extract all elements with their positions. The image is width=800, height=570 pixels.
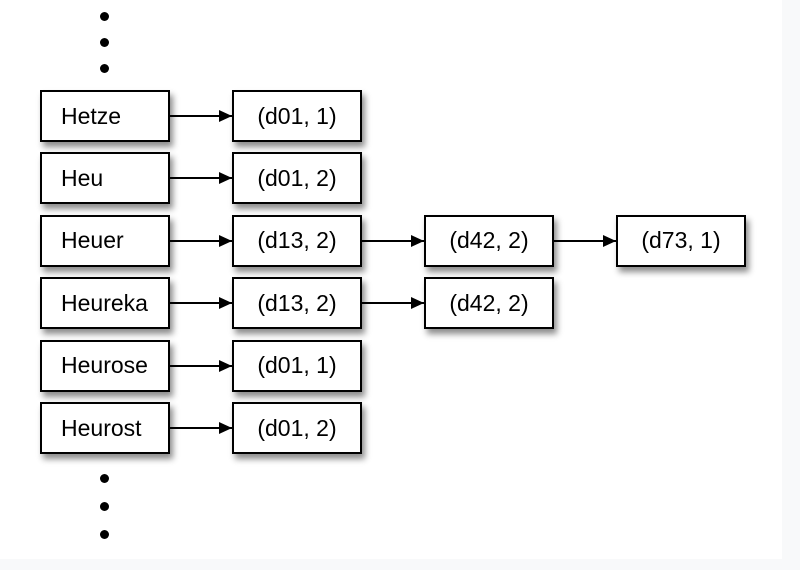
- term-box: Heurose: [40, 339, 170, 392]
- posting-box: (d42, 2): [424, 214, 554, 267]
- right-arrow-connector: [170, 234, 232, 247]
- right-arrow-connector: [554, 234, 616, 247]
- right-arrow-connector: [362, 297, 424, 310]
- posting-box: (d01, 1): [232, 90, 362, 142]
- posting-box: (d01, 2): [232, 402, 362, 454]
- ellipsis-dot: [100, 64, 109, 73]
- term-box: Heurost: [40, 402, 170, 454]
- posting-box: (d01, 2): [232, 152, 362, 205]
- right-arrow-connector: [362, 234, 424, 247]
- term-box: Hetze: [40, 90, 170, 142]
- term-box: Heu: [40, 152, 170, 205]
- posting-box: (d13, 2): [232, 277, 362, 330]
- right-arrow-connector: [170, 359, 232, 372]
- slide-page: Hetze (d01, 1) Heu (d01, 2) Heuer (d13, 2) (d4…: [40, 12, 746, 539]
- ellipsis-dot: [100, 474, 109, 483]
- ellipsis-dot: [100, 530, 109, 539]
- ellipsis-dot: [100, 502, 109, 511]
- posting-box: (d13, 2): [232, 214, 362, 267]
- posting-box: (d01, 1): [232, 339, 362, 392]
- ellipsis-dot: [100, 38, 109, 47]
- posting-box: (d73, 1): [616, 214, 746, 267]
- right-arrow-connector: [170, 110, 232, 122]
- right-arrow-connector: [170, 297, 232, 310]
- term-box: Heureka: [40, 277, 170, 330]
- posting-box: (d42, 2): [424, 277, 554, 330]
- right-arrow-connector: [170, 422, 232, 434]
- term-box: Heuer: [40, 214, 170, 267]
- right-arrow-connector: [170, 172, 232, 185]
- ellipsis-dot: [100, 12, 109, 21]
